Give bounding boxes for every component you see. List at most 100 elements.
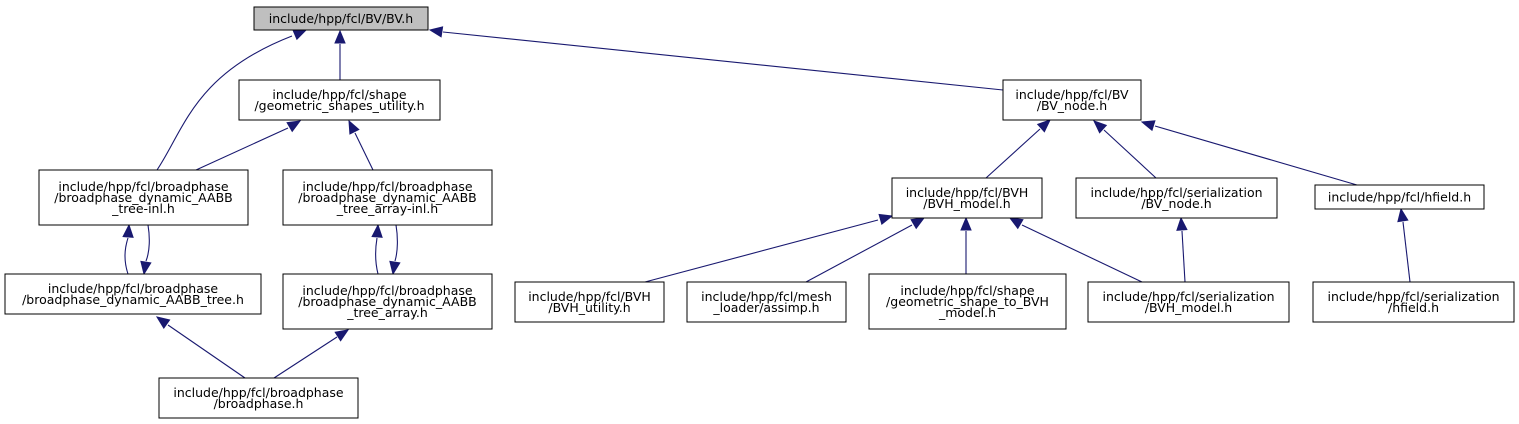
- edge-line: [985, 128, 1041, 179]
- node-label-line: _loader/assimp.h: [712, 300, 819, 315]
- node-label-line: /BV_node.h: [1141, 196, 1211, 211]
- node-aabb-tree[interactable]: include/hpp/fcl/broadphase/broadphase_dy…: [4, 273, 262, 315]
- node-label-line: include/hpp/fcl/hfield.h: [1328, 190, 1471, 205]
- node-broadphase[interactable]: include/hpp/fcl/broadphase/broadphase.h: [158, 377, 359, 419]
- edge-line: [1402, 221, 1411, 283]
- arrowhead-icon: [122, 223, 134, 238]
- edge-line: [375, 237, 379, 275]
- node-label-line: /broadphase_dynamic_AABB: [298, 294, 477, 309]
- node-bv-node[interactable]: include/hpp/fcl/BV/BV_node.h: [1002, 79, 1142, 121]
- edge-line: [156, 35, 293, 171]
- node-hfield[interactable]: include/hpp/fcl/hfield.h: [1314, 184, 1485, 210]
- edge-serialization_hfield-to-hfield: [1397, 207, 1411, 283]
- node-box: [38, 169, 249, 226]
- edges: [122, 26, 1411, 379]
- node-label-line: include/hpp/fcl/broadphase: [58, 179, 229, 194]
- node-label-line: include/hpp/fcl/broadphase: [48, 281, 219, 296]
- edge-serialization_bv_node-to-bv_node: [1093, 120, 1157, 179]
- node-label-line: include/hpp/fcl/broadphase: [173, 385, 344, 400]
- edge-line: [644, 219, 879, 283]
- edge-aabb_tree-to-aabb_tree_inl: [122, 223, 134, 275]
- node-label-line: _model.h: [938, 305, 996, 320]
- node-label-line: /hfield.h: [1388, 300, 1439, 315]
- node-box: [282, 273, 493, 330]
- edge-aabb_tree_array_inl-to-geometric_shapes_utility: [348, 119, 374, 171]
- arrowhead-icon: [960, 216, 972, 231]
- node-box: [514, 281, 665, 323]
- node-box: [253, 6, 429, 31]
- node-bvh-utility[interactable]: include/hpp/fcl/BVH/BVH_utility.h: [514, 281, 665, 323]
- arrowhead-icon: [1093, 120, 1108, 134]
- node-aabb-tree-inl[interactable]: include/hpp/fcl/broadphase/broadphase_dy…: [38, 169, 249, 226]
- edge-line: [195, 127, 289, 171]
- node-label-line: include/hpp/fcl/BV: [1015, 87, 1129, 102]
- node-label-line: include/hpp/fcl/serialization: [1102, 289, 1274, 304]
- edge-geometric_shape_to_bvh-to-bvh_model: [960, 216, 972, 274]
- node-label-line: include/hpp/fcl/serialization: [1327, 289, 1499, 304]
- node-box: [1075, 177, 1278, 219]
- arrowhead-icon: [1397, 207, 1409, 223]
- edge-line: [805, 224, 913, 283]
- node-label-line: include/hpp/fcl/BV/BV.h: [269, 11, 413, 26]
- arrowhead-icon: [1008, 217, 1024, 230]
- edge-line: [1103, 129, 1157, 179]
- node-label-line: /broadphase.h: [214, 396, 304, 411]
- edge-line: [124, 237, 129, 275]
- node-label-line: /BVH_utility.h: [548, 300, 630, 315]
- node-label-line: /geometric_shapes_utility.h: [254, 98, 424, 113]
- edge-line: [145, 224, 150, 262]
- edge-bvh_utility-to-bvh_model: [644, 213, 894, 283]
- nodes: include/hpp/fcl/BV/BV.h include/hpp/fcl/s…: [4, 6, 1515, 419]
- node-label-line: /broadphase_dynamic_AABB: [54, 190, 233, 205]
- node-serialization-bvh-model[interactable]: include/hpp/fcl/serialization/BVH_model.…: [1087, 281, 1290, 323]
- node-aabb-tree-array[interactable]: include/hpp/fcl/broadphase/broadphase_dy…: [282, 273, 493, 330]
- arrowhead-icon: [371, 223, 383, 238]
- node-mesh-loader-assimp[interactable]: include/hpp/fcl/mesh_loader/assimp.h: [686, 281, 847, 323]
- node-box: [282, 169, 493, 226]
- node-label-line: include/hpp/fcl/shape: [272, 87, 406, 102]
- node-box: [4, 273, 262, 315]
- node-bvh-model[interactable]: include/hpp/fcl/BVH/BVH_model.h: [891, 177, 1043, 219]
- node-label-line: /broadphase_dynamic_AABB_tree.h: [22, 292, 244, 307]
- edge-aabb_tree_inl-to-geometric_shapes_utility: [195, 120, 302, 171]
- node-label-line: /broadphase_dynamic_AABB: [298, 190, 477, 205]
- edge-line: [273, 336, 338, 379]
- node-box: [891, 177, 1043, 219]
- edge-aabb_tree_array-to-aabb_tree_array_inl: [371, 223, 383, 275]
- arrowhead-icon: [389, 260, 401, 276]
- edge-broadphase-to-aabb_tree_array: [273, 329, 350, 379]
- node-label-line: _tree-inl.h: [111, 201, 175, 216]
- edge-geometric_shapes_utility-to-bv_h: [334, 29, 346, 80]
- node-label-line: /BVH_model.h: [923, 196, 1010, 211]
- node-box: [158, 377, 359, 419]
- node-label-line: include/hpp/fcl/broadphase: [302, 283, 473, 298]
- node-geometric-shapes-utility[interactable]: include/hpp/fcl/shape/geometric_shapes_u…: [238, 79, 441, 121]
- arrowhead-icon: [1036, 119, 1051, 133]
- edge-aabb_tree_inl-to-aabb_tree: [140, 224, 152, 276]
- node-label-line: /BVH_model.h: [1145, 300, 1232, 315]
- node-label-line: include/hpp/fcl/shape: [900, 283, 1034, 298]
- node-label-line: include/hpp/fcl/serialization: [1090, 185, 1262, 200]
- node-box: [1002, 79, 1142, 121]
- node-serialization-bv-node[interactable]: include/hpp/fcl/serialization/BV_node.h: [1075, 177, 1278, 219]
- arrowhead-icon: [286, 120, 302, 133]
- edge-broadphase-to-aabb_tree: [155, 316, 246, 379]
- node-label-line: _tree_array.h: [346, 305, 428, 320]
- node-label-line: include/hpp/fcl/broadphase: [302, 179, 473, 194]
- edge-aabb_tree_array_inl-to-aabb_tree_array: [389, 224, 401, 276]
- arrowhead-icon: [140, 260, 152, 276]
- node-label-line: include/hpp/fcl/BVH: [906, 185, 1029, 200]
- node-serialization-hfield[interactable]: include/hpp/fcl/serialization/hfield.h: [1312, 281, 1515, 323]
- edge-line: [1181, 230, 1186, 283]
- node-box: [868, 273, 1067, 330]
- node-box: [238, 79, 441, 121]
- node-label-line: /geometric_shape_to_BVH: [886, 294, 1049, 309]
- node-label-line: include/hpp/fcl/mesh: [701, 289, 832, 304]
- node-geometric-shape-to-bvh[interactable]: include/hpp/fcl/shape/geometric_shape_to…: [868, 273, 1067, 330]
- edge-hfield-to-bv_node: [1140, 120, 1358, 186]
- node-aabb-tree-array-inl[interactable]: include/hpp/fcl/broadphase/broadphase_dy…: [282, 169, 493, 226]
- arrowhead-icon: [348, 119, 360, 135]
- node-bv-h[interactable]: include/hpp/fcl/BV/BV.h: [253, 6, 429, 31]
- arrowhead-icon: [292, 29, 308, 41]
